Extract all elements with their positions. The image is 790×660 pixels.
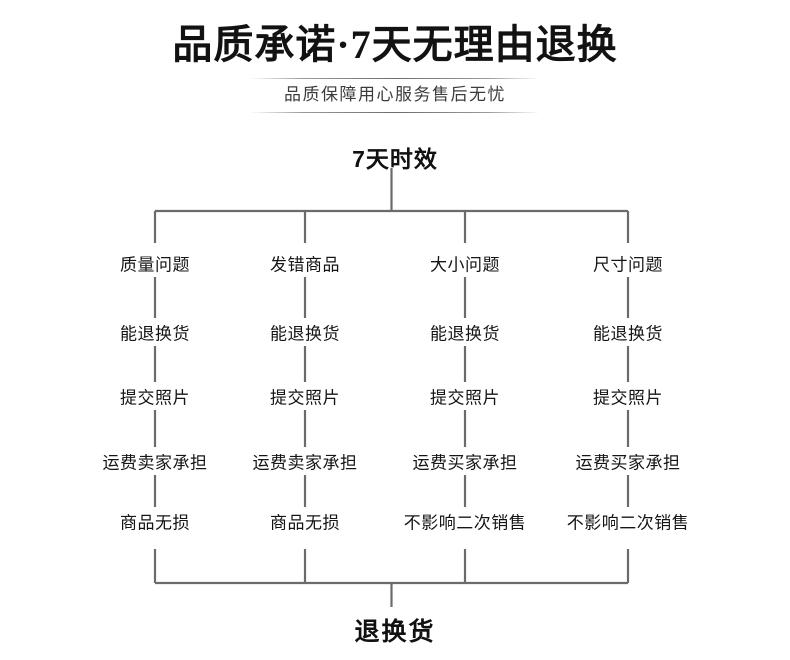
page-header: 品质承诺·7天无理由退换 品质保障用心服务售后无忧 bbox=[0, 0, 790, 113]
flow-node-quality-4: 运费卖家承担 bbox=[102, 453, 208, 473]
flow-node-size-mismatch-4: 运费买家承担 bbox=[412, 453, 518, 473]
flow-node-size-mismatch-5: 不影响二次销售 bbox=[403, 513, 527, 533]
flow-root-label: 7天时效 bbox=[352, 146, 438, 172]
divider-bottom bbox=[250, 111, 540, 113]
flow-bottom-label: 退换货 bbox=[354, 618, 436, 646]
flow-node-wrong-item-1: 发错商品 bbox=[270, 255, 340, 275]
flow-node-quality-3: 提交照片 bbox=[120, 388, 190, 408]
flow-node-dimension-2: 能退换货 bbox=[593, 324, 663, 344]
flow-node-quality-2: 能退换货 bbox=[120, 324, 190, 344]
flow-node-dimension-3: 提交照片 bbox=[593, 388, 663, 408]
flow-node-wrong-item-5: 商品无损 bbox=[270, 513, 340, 533]
flow-node-wrong-item-3: 提交照片 bbox=[270, 388, 340, 408]
flow-node-dimension-1: 尺寸问题 bbox=[593, 255, 663, 275]
flow-node-size-mismatch-1: 大小问题 bbox=[430, 255, 500, 275]
page-subtitle: 品质保障用心服务售后无忧 bbox=[284, 85, 506, 104]
flow-node-quality-1: 质量问题 bbox=[120, 255, 190, 275]
flow-node-size-mismatch-2: 能退换货 bbox=[430, 324, 500, 344]
flow-node-dimension-5: 不影响二次销售 bbox=[566, 513, 690, 533]
flow-node-wrong-item-4: 运费卖家承担 bbox=[252, 453, 358, 473]
divider-top bbox=[250, 78, 540, 79]
flow-node-size-mismatch-3: 提交照片 bbox=[430, 388, 500, 408]
page-title: 品质承诺·7天无理由退换 bbox=[172, 22, 618, 67]
flow-node-quality-5: 商品无损 bbox=[120, 513, 190, 533]
flow-node-dimension-4: 运费买家承担 bbox=[575, 453, 681, 473]
flow-node-wrong-item-2: 能退换货 bbox=[270, 324, 340, 344]
subtitle-block: 品质保障用心服务售后无忧 bbox=[250, 78, 540, 113]
